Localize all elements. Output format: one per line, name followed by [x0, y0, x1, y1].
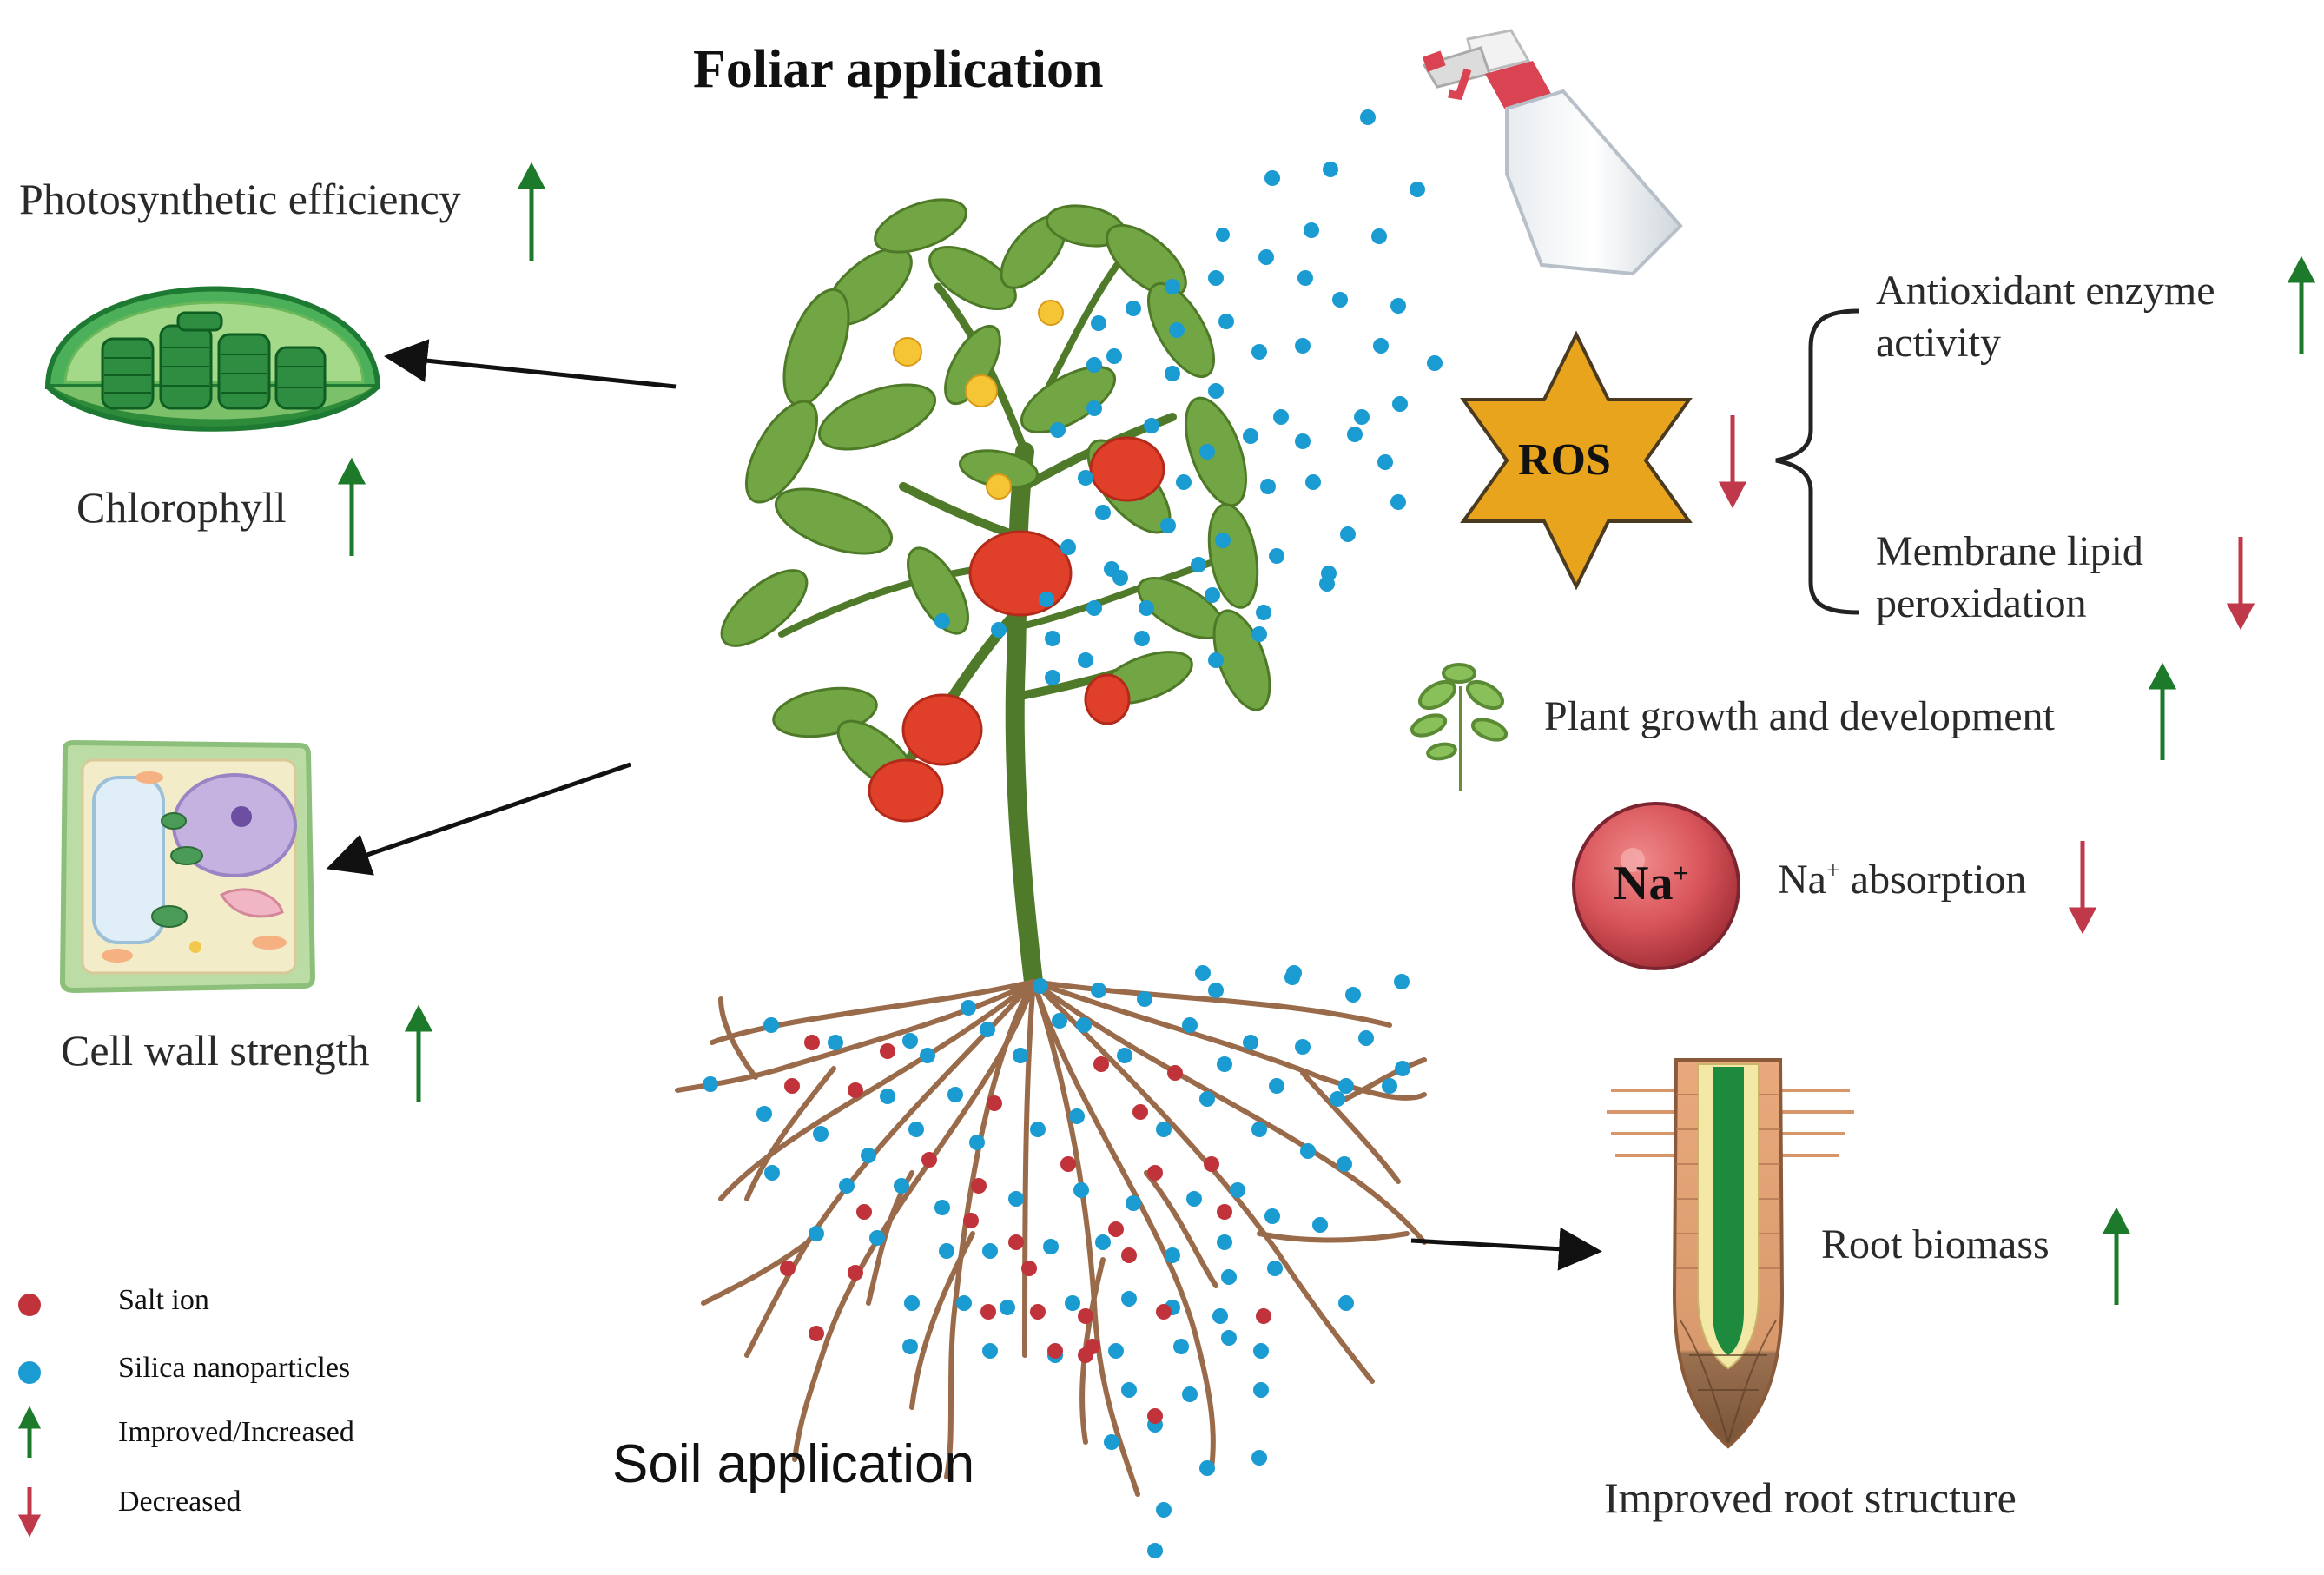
decrease-arrow-na-absorption [2068, 841, 2097, 935]
cell-wall-strength-label: Cell wall strength [61, 1026, 370, 1075]
increase-arrow-chlorophyll [337, 457, 366, 556]
legend-improved: Improved/Increased [118, 1416, 354, 1448]
spray-bottle-icon [1422, 29, 1683, 276]
antioxidant-line-1: Antioxidant enzyme [1876, 268, 2215, 314]
salt-ion-particles [780, 1035, 1271, 1424]
na-absorption-label: Na+ absorption [1778, 856, 2026, 903]
legend-increase-arrow [17, 1406, 42, 1458]
legend-salt-ion-marker [18, 1294, 41, 1316]
pointer-arrows [326, 339, 1602, 1271]
plant-cell-icon [59, 739, 316, 994]
membrane-line-1: Membrane lipid [1876, 528, 2143, 574]
silica-particles [703, 109, 1443, 1558]
root-tip-icon [1607, 1058, 1854, 1449]
ros-label: ROS [1518, 435, 1611, 485]
root-structure-label: Improved root structure [1604, 1473, 2017, 1522]
increase-arrow-root-biomass [2102, 1207, 2131, 1305]
increase-arrow-photosynthetic [517, 162, 546, 261]
decrease-arrow-ros [1718, 415, 1747, 509]
increase-arrow-growth [2148, 662, 2177, 760]
na-absorption-text: absorption [1839, 857, 2027, 903]
na-ion-label: Na+ [1614, 856, 1689, 911]
legend-salt-ion: Salt ion [118, 1284, 209, 1316]
legend-silica-marker [18, 1361, 41, 1384]
legend-silica: Silica nanoparticles [118, 1352, 351, 1384]
arrow-to-root-tip [1410, 1227, 1602, 1271]
na-charge: + [1673, 857, 1689, 889]
decrease-arrow-membrane [2226, 537, 2255, 631]
arrow-to-cell [326, 762, 631, 876]
root-biomass-label: Root biomass [1821, 1221, 2050, 1267]
increase-arrow-cell-wall [404, 1004, 433, 1102]
ros-star-icon [1460, 330, 1693, 591]
chlorophyll-label: Chlorophyll [76, 483, 287, 532]
plant-flowers [893, 300, 1064, 500]
antioxidant-line-2: activity [1876, 320, 2001, 366]
na-symbol: Na [1614, 857, 1674, 910]
decrease-arrows [17, 415, 2255, 1538]
arrow-to-chloroplast [384, 339, 677, 389]
na-absorption-charge: + [1826, 857, 1840, 884]
antioxidant-enzyme-label: Antioxidant enzyme activity [1876, 265, 2215, 369]
plant-growth-label: Plant growth and development [1544, 693, 2055, 739]
legend-decreased: Decreased [118, 1486, 241, 1518]
increase-arrow-antioxidant [2287, 255, 2316, 354]
na-absorption-symbol: Na [1778, 857, 1826, 903]
increase-arrows [17, 162, 2316, 1458]
soil-application-title: Soil application [612, 1434, 975, 1494]
sodium-ion-icon [1572, 802, 1740, 970]
roots [675, 979, 1427, 1497]
photosynthetic-efficiency-label: Photosynthetic efficiency [19, 175, 461, 223]
chloroplast-icon [44, 286, 381, 432]
membrane-line-2: peroxidation [1876, 580, 2087, 626]
foliar-application-title: Foliar application [693, 40, 1104, 99]
membrane-lipid-label: Membrane lipid peroxidation [1876, 526, 2143, 630]
seedling-icon [1410, 663, 1509, 791]
legend-decrease-arrow [17, 1487, 42, 1538]
brace [1775, 308, 1859, 615]
